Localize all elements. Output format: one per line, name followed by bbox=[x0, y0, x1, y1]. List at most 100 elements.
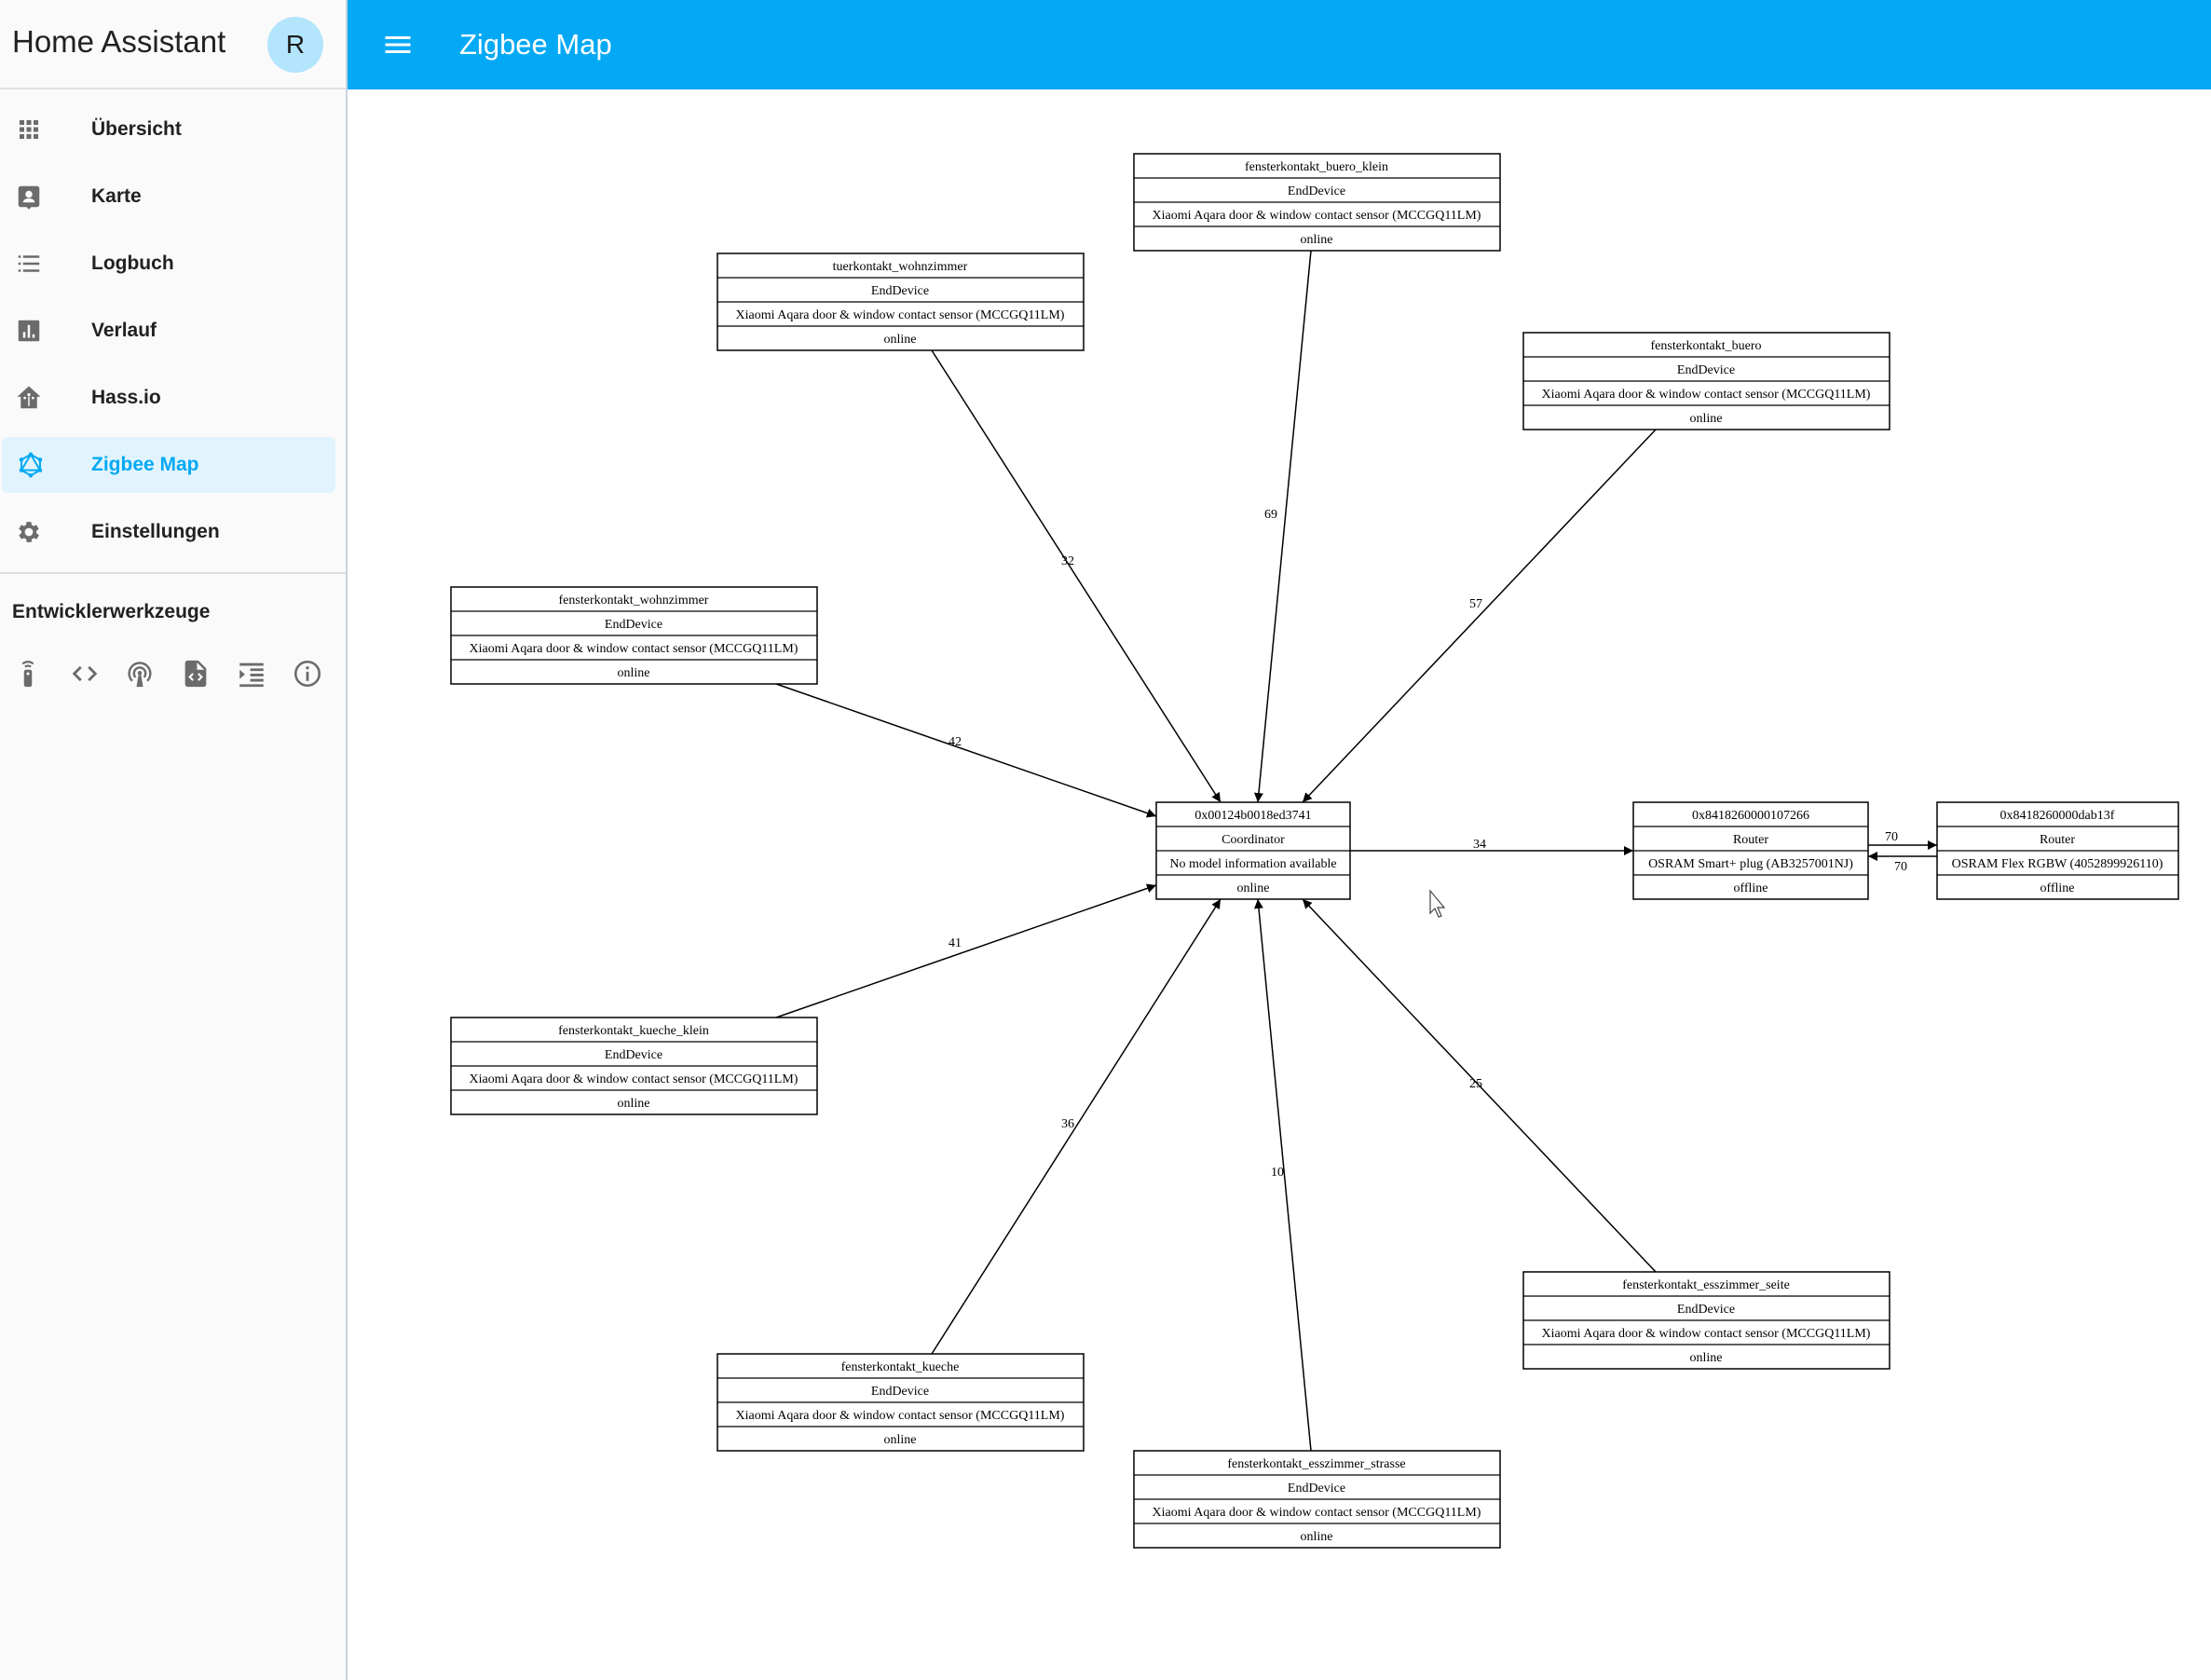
graph-node-fensterkontakt-buero[interactable]: fensterkontakt_buero EndDevice Xiaomi Aq… bbox=[1522, 332, 1890, 430]
node-name: fensterkontakt_buero bbox=[1651, 339, 1762, 353]
mouse-cursor-icon bbox=[1429, 889, 1446, 918]
node-name: tuerkontakt_wohnzimmer bbox=[833, 260, 968, 274]
node-status: online bbox=[618, 1097, 650, 1111]
node-type: EndDevice bbox=[1677, 363, 1735, 377]
developer-tools-heading: Entwicklerwerkzeuge bbox=[12, 601, 211, 622]
node-status: online bbox=[1237, 881, 1270, 895]
sidebar-item-label: Verlauf bbox=[91, 320, 157, 341]
node-status: online bbox=[1690, 412, 1723, 426]
sidebar: Home Assistant R Übersicht Karte Logbuch… bbox=[0, 0, 348, 1680]
sidebar-item-hassio[interactable]: Hass.io bbox=[0, 370, 335, 426]
graph-node-fensterkontakt-wohnzimmer[interactable]: fensterkontakt_wohnzimmer EndDevice Xiao… bbox=[450, 586, 818, 685]
node-type: EndDevice bbox=[1288, 1482, 1345, 1496]
graphql-icon bbox=[19, 452, 43, 478]
node-status: online bbox=[1301, 1530, 1333, 1544]
graph-node-coordinator[interactable]: 0x00124b0018ed3741 Coordinator No model … bbox=[1155, 801, 1351, 900]
node-type: Coordinator bbox=[1222, 833, 1285, 847]
edge-esszimmer-seite bbox=[1302, 898, 1657, 1273]
node-model: Xiaomi Aqara door & window contact senso… bbox=[736, 308, 1065, 322]
app-title: Home Assistant bbox=[12, 24, 226, 59]
sidebar-item-label: Logbuch bbox=[91, 253, 174, 274]
graph-node-tuerkontakt-wohnzimmer[interactable]: tuerkontakt_wohnzimmer EndDevice Xiaomi … bbox=[717, 253, 1085, 351]
edge-kueche-klein bbox=[775, 883, 1157, 1018]
edge-label: 25 bbox=[1469, 1077, 1482, 1091]
node-model: Xiaomi Aqara door & window contact senso… bbox=[1153, 209, 1481, 223]
edge-label: 70 bbox=[1885, 830, 1898, 844]
node-model: OSRAM Flex RGBW (4052899926110) bbox=[1952, 857, 2163, 871]
sidebar-item-einstellungen[interactable]: Einstellungen bbox=[0, 504, 335, 560]
node-model: OSRAM Smart+ plug (AB3257001NJ) bbox=[1648, 857, 1853, 871]
edge-label: 42 bbox=[949, 735, 962, 749]
sidebar-item-label: Karte bbox=[91, 185, 142, 207]
edge-label: 34 bbox=[1473, 838, 1486, 852]
code-tags-icon[interactable] bbox=[69, 658, 101, 690]
node-model: Xiaomi Aqara door & window contact senso… bbox=[1542, 1327, 1871, 1341]
node-name: 0x00124b0018ed3741 bbox=[1194, 809, 1311, 823]
sidebar-item-label: Einstellungen bbox=[91, 521, 220, 542]
node-type: EndDevice bbox=[1677, 1303, 1735, 1317]
edge-esszimmer-strasse bbox=[1253, 898, 1312, 1452]
graph-node-router-plug[interactable]: 0x8418260000107266 Router OSRAM Smart+ p… bbox=[1632, 801, 1869, 900]
edge-buero-klein bbox=[1253, 250, 1312, 803]
node-status: online bbox=[618, 666, 650, 680]
node-model: Xiaomi Aqara door & window contact senso… bbox=[470, 642, 798, 656]
node-model: Xiaomi Aqara door & window contact senso… bbox=[1153, 1506, 1481, 1520]
menu-icon[interactable] bbox=[381, 28, 415, 61]
node-type: EndDevice bbox=[605, 618, 662, 632]
avatar[interactable]: R bbox=[267, 17, 323, 73]
apps-grid-icon bbox=[20, 120, 38, 139]
graph-node-fensterkontakt-esszimmer-strasse[interactable]: fensterkontakt_esszimmer_strasse EndDevi… bbox=[1133, 1450, 1501, 1549]
sidebar-item-zigbee-map[interactable]: Zigbee Map bbox=[2, 437, 335, 493]
sidebar-item-logbuch[interactable]: Logbuch bbox=[0, 236, 335, 292]
app-toolbar: Zigbee Map bbox=[348, 0, 2211, 89]
radio-tower-icon[interactable] bbox=[124, 658, 156, 690]
graph-node-fensterkontakt-buero-klein[interactable]: fensterkontakt_buero_klein EndDevice Xia… bbox=[1133, 153, 1501, 252]
edge-label: 32 bbox=[1061, 554, 1074, 568]
node-status: online bbox=[884, 333, 917, 347]
node-status: online bbox=[1301, 233, 1333, 247]
node-type: EndDevice bbox=[605, 1048, 662, 1062]
sidebar-item-label: Hass.io bbox=[91, 387, 161, 408]
node-name: fensterkontakt_esszimmer_seite bbox=[1622, 1278, 1790, 1292]
file-xml-icon[interactable] bbox=[180, 658, 212, 690]
graph-node-fensterkontakt-kueche-klein[interactable]: fensterkontakt_kueche_klein EndDevice Xi… bbox=[450, 1017, 818, 1115]
chart-bar-icon bbox=[18, 320, 40, 342]
sidebar-item-label: Zigbee Map bbox=[91, 454, 199, 475]
edge-wohnzimmer bbox=[775, 683, 1157, 818]
node-status: offline bbox=[2040, 881, 2074, 895]
sidebar-divider bbox=[0, 572, 346, 574]
node-model: Xiaomi Aqara door & window contact senso… bbox=[1542, 388, 1871, 402]
node-name: fensterkontakt_esszimmer_strasse bbox=[1227, 1457, 1405, 1471]
node-status: online bbox=[1690, 1351, 1723, 1365]
node-name: fensterkontakt_kueche_klein bbox=[558, 1024, 709, 1038]
edge-kueche bbox=[931, 898, 1222, 1355]
edge-label: 69 bbox=[1264, 508, 1277, 522]
graph-edge-labels: 69 32 57 42 41 36 10 25 34 70 70 bbox=[949, 508, 1907, 1180]
graph-node-router-rgbw[interactable]: 0x8418260000dab13f Router OSRAM Flex RGB… bbox=[1936, 801, 2179, 900]
node-type: EndDevice bbox=[1288, 184, 1345, 198]
account-box-icon bbox=[18, 185, 40, 210]
remote-icon[interactable] bbox=[12, 658, 44, 690]
node-name: 0x8418260000107266 bbox=[1692, 809, 1809, 823]
graph-node-fensterkontakt-kueche[interactable]: fensterkontakt_kueche EndDevice Xiaomi A… bbox=[717, 1353, 1085, 1452]
edge-label: 10 bbox=[1271, 1166, 1284, 1180]
sidebar-item-uebersicht[interactable]: Übersicht bbox=[0, 102, 335, 157]
sidebar-item-label: Übersicht bbox=[91, 118, 182, 140]
node-name: 0x8418260000dab13f bbox=[2000, 809, 2115, 823]
node-status: online bbox=[884, 1433, 917, 1447]
edge-buero bbox=[1302, 429, 1657, 803]
sidebar-item-karte[interactable]: Karte bbox=[0, 169, 335, 225]
edge-label: 41 bbox=[949, 936, 962, 950]
edge-tuer-wohnzimmer bbox=[931, 349, 1222, 803]
node-name: fensterkontakt_kueche bbox=[841, 1360, 960, 1374]
format-indent-icon[interactable] bbox=[236, 658, 267, 690]
edge-label: 36 bbox=[1061, 1117, 1074, 1131]
home-assistant-icon bbox=[17, 386, 41, 409]
cog-icon bbox=[19, 522, 39, 542]
node-type: Router bbox=[2040, 833, 2075, 847]
graph-node-fensterkontakt-esszimmer-seite[interactable]: fensterkontakt_esszimmer_seite EndDevice… bbox=[1522, 1271, 1890, 1370]
information-outline-icon[interactable] bbox=[292, 658, 323, 690]
page-title: Zigbee Map bbox=[459, 28, 612, 61]
sidebar-item-verlauf[interactable]: Verlauf bbox=[0, 303, 335, 359]
node-model: Xiaomi Aqara door & window contact senso… bbox=[470, 1072, 798, 1086]
